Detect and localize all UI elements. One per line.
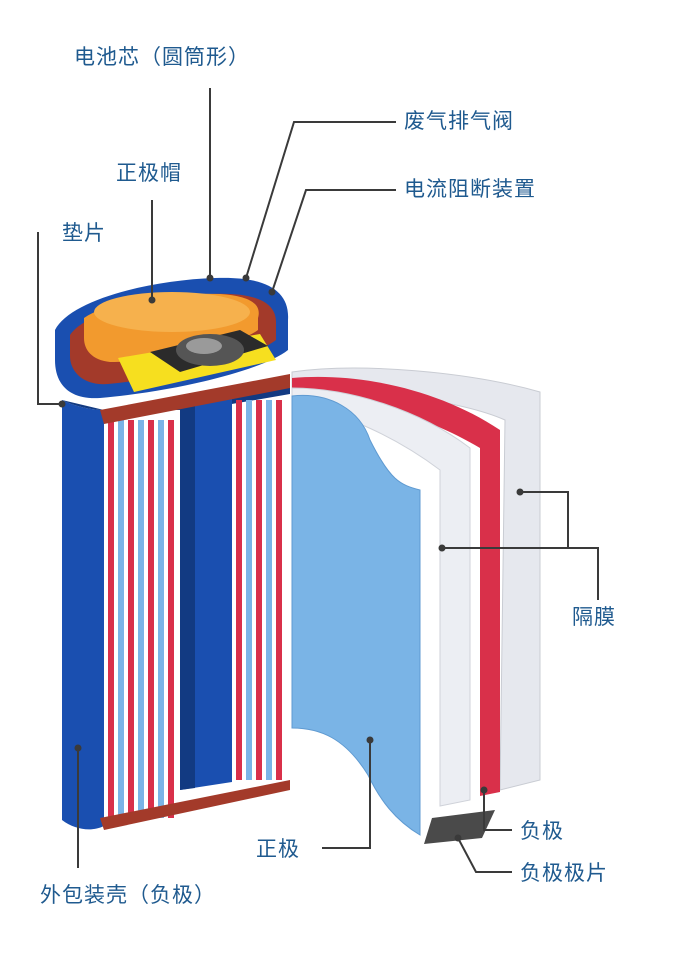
leader-negative-electrode — [483, 790, 512, 831]
leader-negative-tab — [457, 837, 512, 873]
positive-cap-top — [94, 292, 250, 332]
label-cell-core: 电池芯（圆筒形） — [74, 45, 250, 69]
label-exhaust-valve: 废气排气阀 — [404, 109, 514, 133]
label-negative-tab: 负极极片 — [520, 861, 608, 885]
label-positive-cap: 正极帽 — [116, 161, 182, 185]
jelly-roll-top-rim — [100, 374, 290, 424]
label-positive-electrode: 正极 — [256, 837, 300, 861]
leader-separator — [442, 491, 569, 549]
label-separator: 隔膜 — [572, 605, 616, 629]
leader-current-interrupt — [271, 189, 396, 293]
center-mandrel-shade — [180, 398, 195, 790]
label-gasket: 垫片 — [62, 221, 106, 245]
leader-exhaust-valve — [245, 121, 396, 279]
leader-separator-b — [568, 547, 599, 600]
jelly-roll-stripes — [108, 400, 282, 818]
leader-gasket — [37, 232, 62, 405]
leader-lines — [37, 88, 599, 873]
outer-casing-shape — [62, 400, 104, 830]
label-current-interrupt: 电流阻断装置 — [404, 177, 536, 201]
leader-positive-electrode — [322, 740, 371, 849]
label-negative-electrode: 负极 — [520, 819, 564, 843]
cylinder-bottom-rim — [100, 780, 290, 830]
negative-tab-shape — [424, 810, 495, 844]
label-outer-casing: 外包装壳（负极） — [40, 883, 216, 907]
negative-electrode-sheet — [292, 376, 500, 796]
cid-disc-highlight — [186, 338, 222, 354]
positive-electrode-sheet — [291, 394, 421, 836]
